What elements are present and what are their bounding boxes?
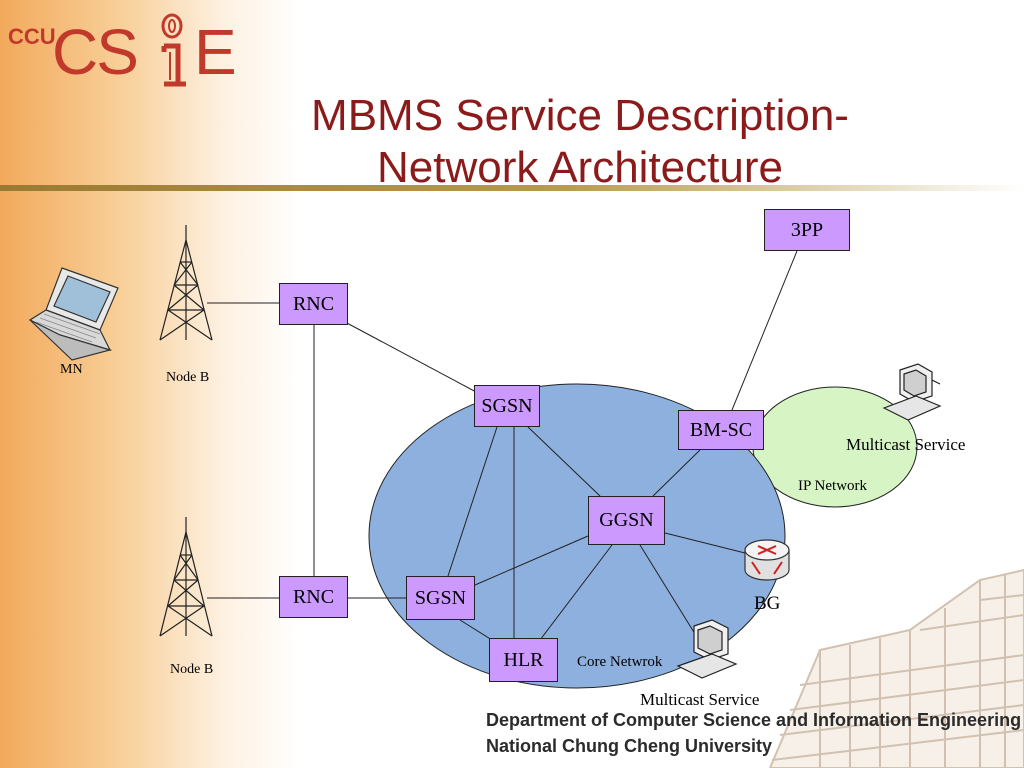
background-gradient [0,0,300,768]
multicast-service-ip-label: Multicast Service [846,435,966,454]
ggsn-node: GGSN [588,496,665,545]
bg-label: BG [754,593,781,614]
rnc-bottom-node: RNC [279,576,348,618]
node-b-tower-top [159,225,213,341]
link-sgsnb-ggsn [474,535,589,586]
logo-e-text: E [194,16,237,88]
link-bmsc-3pp [731,250,798,411]
3pp-node: 3PP [764,209,850,251]
hlr-node: HLR [489,638,558,682]
link-rnc-sgsn-top [344,321,479,394]
multicast-service-core-label: Multicast Service [640,690,760,709]
sgsn-bottom-node: SGSN [406,576,475,620]
link-ggsn-bmsc [652,449,701,497]
sgsn-top-node: SGSN [474,385,540,427]
title-divider [0,185,1024,191]
computer-icon-core [676,619,738,679]
router-icon [744,539,790,581]
link-ggsn-multicast [639,544,701,643]
logo-ccu-text: CCU [8,24,56,49]
page-title: MBMS Service Description- Network Archit… [200,90,960,194]
link-sgsn-ggsn [527,426,601,497]
logo-i-glyph [161,13,186,87]
link-sgsnb-hlr [459,619,493,641]
logo-cs-text: CS [52,16,139,88]
link-sgsn-sgsn [447,426,498,577]
bmsc-node: BM-SC [678,410,764,450]
computer-icon-ip [882,363,942,421]
link-ggsn-hlr [539,544,613,641]
node-b-bottom-label: Node B [170,662,214,677]
footer-university: National Chung Cheng University [486,736,773,756]
laptop-icon [28,267,119,361]
connection-lines [207,250,798,643]
title-line-2: Network Architecture [377,143,783,192]
rnc-top-node: RNC [279,283,348,325]
node-b-top-label: Node B [166,370,210,385]
footer-department: Department of Computer Science and Infor… [486,710,1022,730]
core-network-label: Core Netwrok [577,654,663,670]
link-ggsn-bg [664,532,746,554]
building-watermark [768,568,1024,768]
ccu-csie-logo: CCU CS E [8,4,248,94]
node-b-tower-bottom [159,517,213,637]
ip-network-label: IP Network [798,478,868,494]
title-line-1: MBMS Service Description- [311,91,849,140]
mn-label: MN [60,362,83,377]
